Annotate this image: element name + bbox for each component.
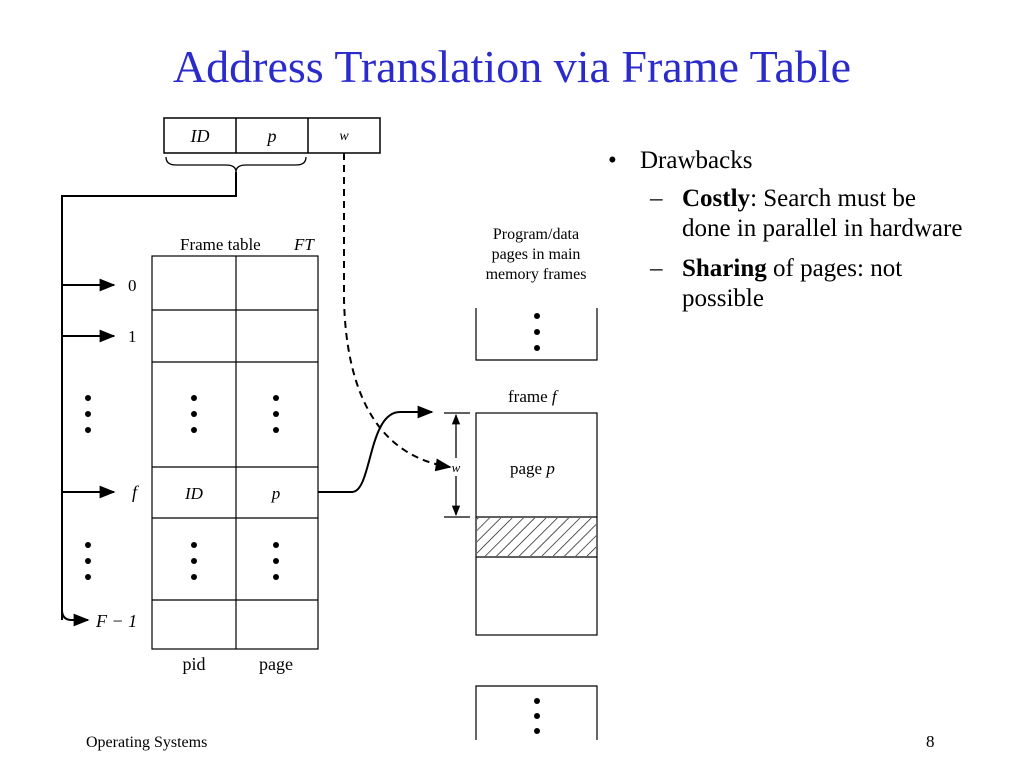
column-label-page: page: [259, 654, 293, 674]
offset-dashed-line: [343, 153, 452, 472]
frame-table: [151, 255, 319, 650]
memory-label-line-2: pages in main: [492, 246, 581, 263]
footer-page-number: 8: [926, 732, 935, 751]
footer-course: Operating Systems: [86, 734, 208, 751]
memory-ellipsis: [534, 313, 540, 734]
frame-table-symbol: FT: [293, 235, 315, 254]
frame-f-label: frame f: [508, 387, 559, 406]
bullet-drawbacks-text: Drawbacks: [640, 147, 753, 174]
frame-pointer-arrow: [318, 405, 434, 493]
address-brace: [165, 156, 307, 173]
address-field-id: ID: [190, 126, 210, 146]
sub-bullet-sharing-text: Sharing of pages: not possible: [682, 255, 903, 312]
virtual-address: ID p w: [163, 117, 381, 173]
sub-bullet-dash: –: [650, 185, 663, 212]
frame-table-label: Frame table: [180, 235, 261, 254]
target-word-hatch: [477, 518, 596, 556]
address-field-p: p: [266, 126, 277, 146]
row-label-1: 1: [128, 327, 137, 346]
column-label-pid: pid: [182, 654, 205, 674]
left-ellipsis: [85, 395, 91, 580]
frame-entry-page: p: [271, 484, 281, 503]
sub-bullet-costly: – Costly: Search must be done in paralle…: [650, 184, 1008, 244]
row-label-f: f: [132, 482, 140, 502]
memory-frames: [475, 308, 598, 740]
memory-label-line-1: Program/data: [493, 226, 579, 243]
memory-label-line-3: memory frames: [486, 266, 587, 283]
page-p-label: page p: [510, 459, 555, 478]
row-label-0: 0: [128, 276, 137, 295]
offset-dimension: [444, 412, 470, 518]
offset-label: w: [452, 460, 461, 475]
row-label-f-minus-1: F − 1: [95, 611, 137, 631]
bullet-dot: •: [608, 147, 617, 174]
slide-title: Address Translation via Frame Table: [172, 41, 852, 92]
lookup-lines: [61, 172, 237, 627]
sub-bullet-dash: –: [650, 255, 663, 282]
bullet-list: • Drawbacks – Costly: Search must be don…: [608, 146, 1008, 314]
frame-entry-pid: ID: [184, 484, 204, 503]
address-field-w: w: [339, 129, 349, 144]
sub-bullet-costly-text: Costly: Search must be done in parallel …: [682, 185, 963, 242]
frame-table-ellipsis: [191, 395, 279, 580]
bullet-drawbacks: • Drawbacks: [608, 146, 1008, 176]
sub-bullet-sharing: – Sharing of pages: not possible: [650, 254, 1008, 314]
